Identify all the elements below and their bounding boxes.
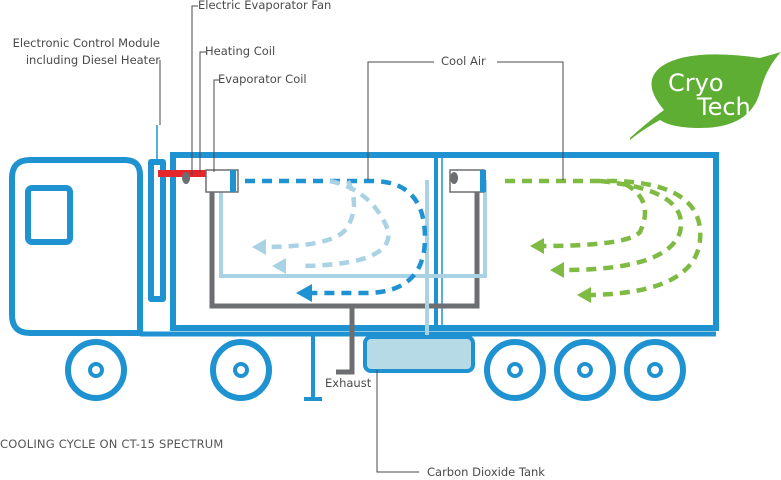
landing-gear bbox=[304, 334, 322, 401]
heating-coil-bar bbox=[158, 170, 206, 177]
wheel-trailer-3 bbox=[624, 339, 686, 401]
label-heating-coil: Heating Coil bbox=[205, 44, 276, 58]
leader-cool-air-left bbox=[367, 61, 434, 180]
truck-cab bbox=[9, 157, 166, 336]
cooling-coil-light bbox=[219, 180, 487, 342]
leader-lines bbox=[159, 5, 564, 473]
wheel-front bbox=[65, 339, 127, 401]
airflow-light-blue bbox=[261, 178, 391, 269]
leader-co2-tank bbox=[376, 370, 419, 473]
logo-line2: Tech bbox=[697, 93, 751, 121]
label-evaporator-coil: Evaporator Coil bbox=[218, 72, 307, 86]
exhaust-pipe bbox=[336, 306, 355, 375]
airflow-light-arrowhead-2 bbox=[272, 258, 286, 274]
leader-cool-air-right bbox=[497, 61, 564, 180]
label-evaporator-fan: Electric Evaporator Fan bbox=[198, 0, 332, 12]
airflow-dark-arrowhead bbox=[296, 284, 312, 302]
airflow-green-arrowhead-2 bbox=[550, 262, 564, 278]
airflow-green bbox=[505, 178, 703, 298]
cab-window bbox=[25, 185, 73, 245]
wheel-trailer-2 bbox=[554, 339, 616, 401]
leader-evaporator-coil bbox=[213, 79, 220, 172]
wheel-cab-rear bbox=[210, 339, 272, 401]
label-co2-tank: Carbon Dioxide Tank bbox=[427, 465, 545, 479]
leaf-icon bbox=[630, 52, 781, 140]
leader-heating-coil bbox=[199, 51, 206, 172]
leader-evaporator-fan bbox=[191, 5, 198, 175]
airflow-green-arrowhead-1 bbox=[530, 238, 544, 254]
airflow-green-arrowhead-3 bbox=[577, 287, 591, 303]
label-control-module-line1: Electronic Control Module bbox=[12, 36, 160, 50]
co2-tank bbox=[363, 335, 475, 373]
trailer-body bbox=[170, 152, 719, 331]
label-cool-air: Cool Air bbox=[441, 54, 486, 68]
diagram-caption: COOLING CYCLE ON CT-15 SPECTRUM bbox=[0, 437, 224, 451]
cab-column bbox=[148, 159, 166, 302]
fan-icon-rear bbox=[449, 169, 486, 193]
wheels bbox=[65, 339, 686, 401]
fan-icon bbox=[182, 169, 239, 193]
airflow-light-arrowhead-1 bbox=[252, 239, 266, 255]
wheel-trailer-1 bbox=[484, 339, 546, 401]
label-control-module-line2: including Diesel Heater bbox=[25, 53, 160, 67]
logo-line1: Cryo bbox=[668, 69, 724, 97]
label-exhaust: Exhaust bbox=[325, 376, 372, 390]
evaporator-coil bbox=[209, 180, 480, 375]
